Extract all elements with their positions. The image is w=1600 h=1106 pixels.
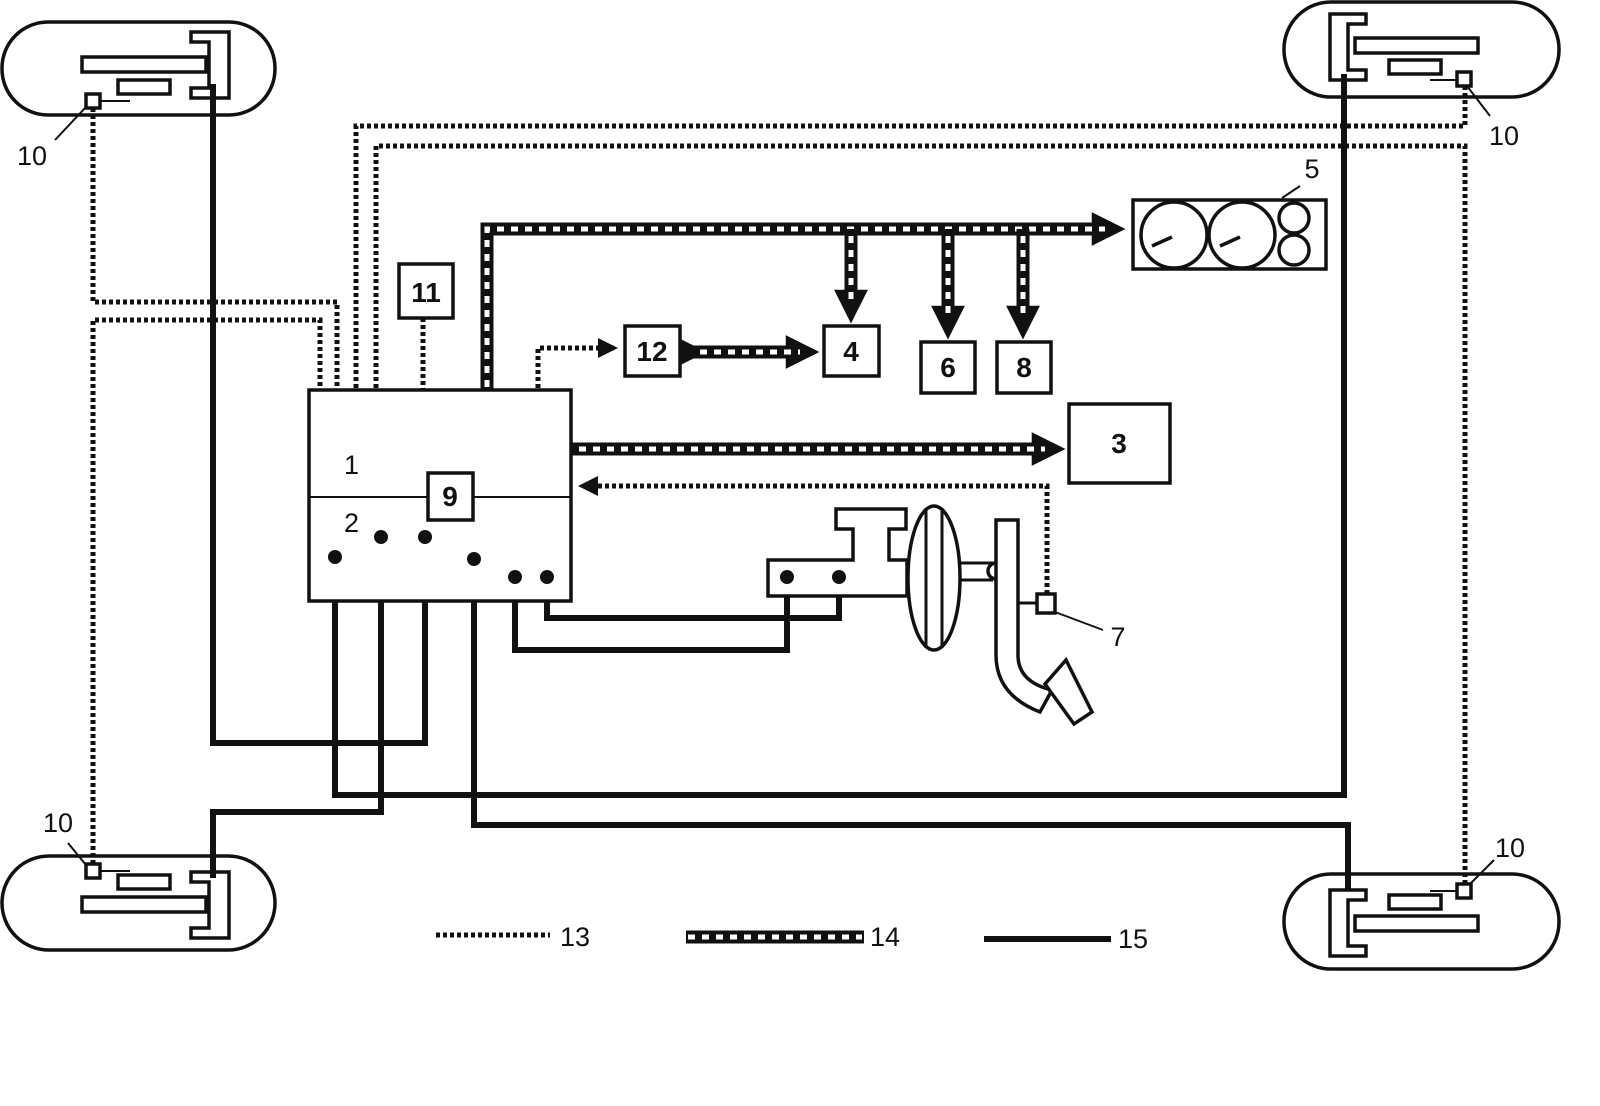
sensor-ring	[116, 873, 172, 891]
wheel-speed-sensor	[84, 92, 102, 110]
unit-4: 4	[822, 324, 881, 378]
wheel-speed-sensor	[84, 862, 102, 880]
wheel-speed-sensor	[1455, 70, 1473, 88]
cluster-5-label: 5	[1304, 154, 1319, 184]
unit-6-label: 6	[940, 352, 956, 383]
unit-4-label: 4	[843, 336, 859, 367]
wheel-sensor-rl-label: 10	[43, 808, 73, 838]
indicator-lamp-icon	[1277, 201, 1311, 235]
legend-item-15: 15	[984, 924, 1148, 954]
brake-caliper	[189, 870, 231, 940]
wheel-sensor-fr-label: 10	[1489, 121, 1519, 151]
sensor-ring	[1387, 58, 1443, 76]
gauge-icon	[1207, 200, 1277, 270]
gauge-icon	[1139, 200, 1209, 270]
unit-8: 8	[995, 340, 1053, 395]
port	[780, 570, 794, 584]
indicator-lamp-icon	[1277, 233, 1311, 267]
port	[418, 530, 432, 544]
port	[508, 570, 522, 584]
port	[328, 550, 342, 564]
unit-3-label: 3	[1111, 428, 1127, 459]
unit-3: 3	[1067, 402, 1172, 485]
brake-disc	[80, 895, 208, 914]
sensor-ring	[1387, 893, 1443, 911]
wheel-rear-left	[0, 854, 277, 952]
sensor-ring	[116, 78, 172, 96]
hydraulic-lines	[210, 74, 1351, 890]
unit-9-label: 9	[442, 481, 458, 512]
legend-15-label: 15	[1118, 924, 1148, 954]
wheel-speed-sensor	[1455, 882, 1473, 900]
brake-caliper	[1328, 888, 1368, 958]
wheel-rear-right	[1282, 872, 1561, 971]
wheel-front-left	[0, 20, 277, 117]
wheel-front-right	[1282, 0, 1561, 99]
sensor-7-label: 7	[1110, 622, 1125, 652]
brake-caliper	[1328, 12, 1368, 82]
legend-item-13: 13	[436, 922, 590, 952]
port	[540, 570, 554, 584]
wheel-sensor-callouts: 10 10 10 10	[17, 85, 1525, 885]
brake-booster	[906, 504, 1006, 652]
brake-disc	[1353, 914, 1480, 933]
ecu-lower-label: 2	[344, 508, 359, 538]
unit-12-label: 12	[636, 336, 667, 367]
master-cylinder	[766, 507, 909, 598]
port	[467, 552, 481, 566]
unit-12: 12	[623, 324, 682, 378]
brake-disc	[1353, 36, 1480, 55]
ecu-upper-label: 1	[344, 450, 359, 480]
bus-lines	[480, 212, 1126, 466]
instrument-cluster: 5	[1131, 154, 1328, 271]
unit-11: 11	[397, 262, 455, 320]
unit-9: 9	[426, 471, 475, 522]
unit-8-label: 8	[1016, 352, 1032, 383]
brake-disc	[80, 55, 208, 74]
brake-caliper	[189, 30, 231, 100]
legend: 13 14 15	[436, 922, 1148, 954]
port	[374, 530, 388, 544]
pedal-sensor	[1035, 592, 1057, 615]
port	[832, 570, 846, 584]
unit-6: 6	[919, 340, 977, 395]
legend-13-label: 13	[560, 922, 590, 952]
brake-pedal: 7	[994, 518, 1126, 727]
unit-11-label: 11	[411, 277, 441, 308]
legend-14-label: 14	[870, 922, 900, 952]
ecu-block: 1 2 9	[307, 388, 573, 603]
wheel-sensor-fl-label: 10	[17, 141, 47, 171]
legend-item-14: 14	[686, 922, 900, 952]
wheel-sensor-rr-label: 10	[1495, 833, 1525, 863]
